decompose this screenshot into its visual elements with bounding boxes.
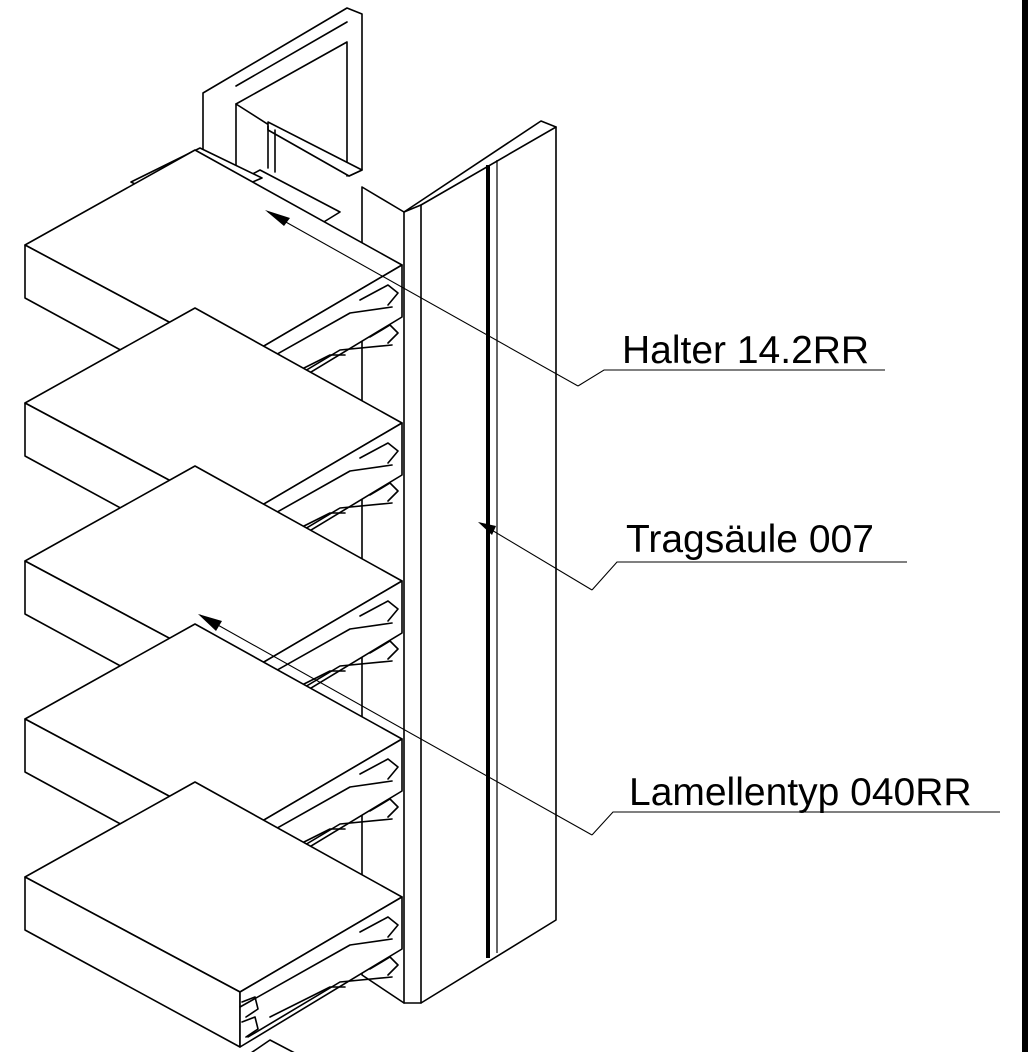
- leader-holder: [267, 211, 579, 387]
- leader-lamella: [199, 614, 593, 836]
- holder-tab: [250, 1039, 295, 1052]
- arrow-column: [478, 522, 496, 535]
- label-lamella: Lamellentyp 040RR: [629, 771, 972, 814]
- arrow-lamella: [198, 614, 222, 631]
- support-column: [361, 120, 557, 1004]
- label-holder: Halter 14.2RR: [622, 329, 869, 372]
- leader-lines: [198, 210, 1000, 836]
- louver: [24, 781, 403, 1048]
- arrow-holder: [265, 210, 290, 226]
- label-column: Tragsäule 007: [626, 518, 874, 561]
- louver-stack: [24, 149, 403, 1052]
- leader-column: [479, 522, 593, 591]
